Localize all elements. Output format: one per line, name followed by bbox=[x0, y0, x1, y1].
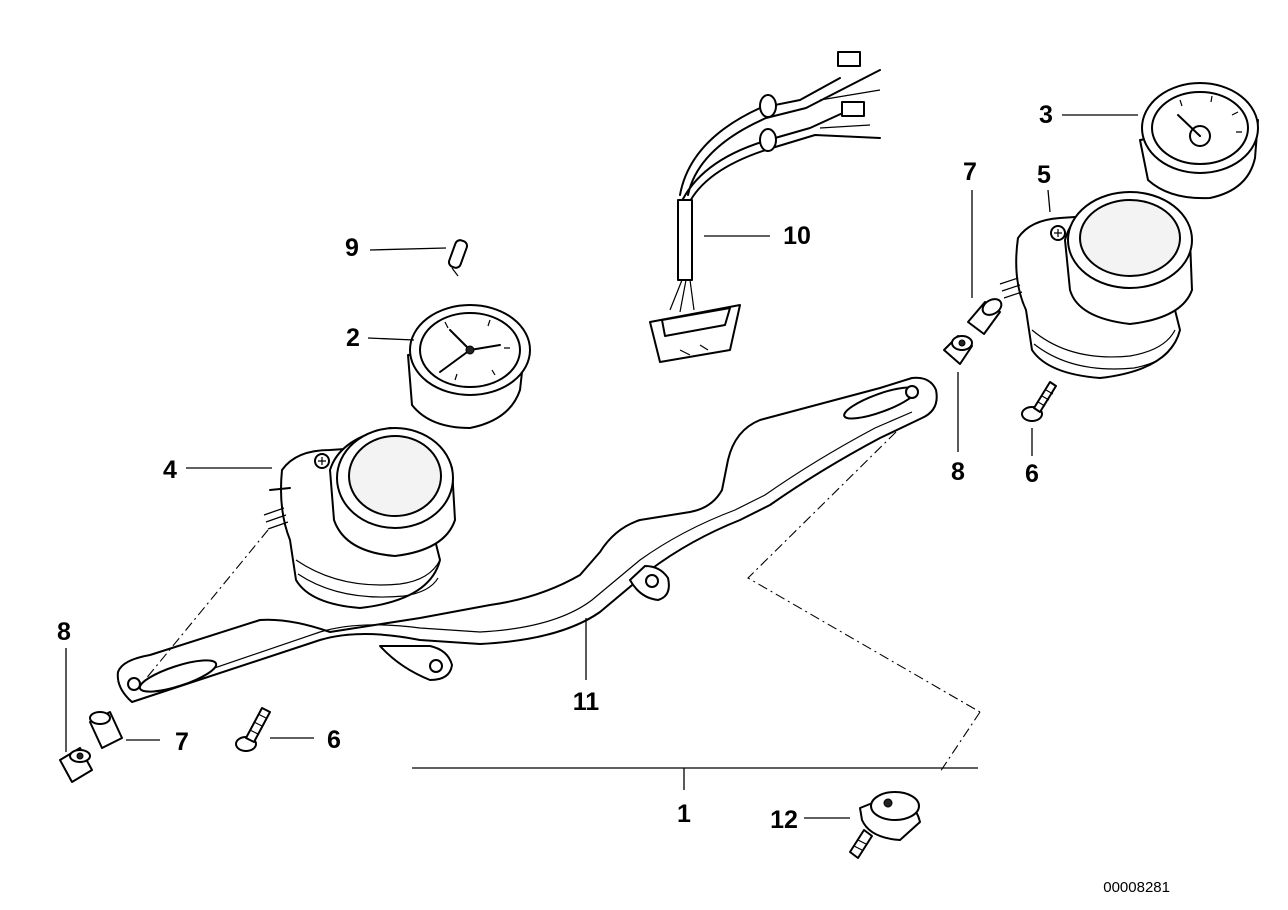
callout-labels: 1 2 3 4 5 6 6 7 7 8 8 9 10 11 12 bbox=[57, 101, 1053, 834]
callout-7-left: 7 bbox=[175, 728, 189, 756]
mounting-bracket bbox=[116, 376, 938, 703]
callout-4: 4 bbox=[163, 456, 177, 484]
left-instrument-housing bbox=[263, 427, 456, 609]
wiring-harness bbox=[649, 51, 881, 363]
callout-6-right: 6 bbox=[1025, 460, 1039, 488]
nut-left bbox=[59, 747, 93, 783]
callout-6-left: 6 bbox=[327, 726, 341, 754]
assembly-lines bbox=[139, 431, 981, 773]
diagram-reference-number: 00008281 bbox=[1103, 879, 1170, 896]
callout-11: 11 bbox=[573, 688, 600, 716]
screw-right bbox=[1021, 381, 1057, 422]
callout-12: 12 bbox=[770, 806, 798, 834]
right-gauge bbox=[1139, 82, 1259, 200]
callout-5: 5 bbox=[1037, 161, 1051, 189]
callout-8-left: 8 bbox=[57, 618, 71, 646]
spacer-sleeve-right bbox=[967, 298, 1003, 335]
callout-1: 1 bbox=[677, 800, 691, 828]
spacer-sleeve-left bbox=[89, 711, 123, 749]
callout-10: 10 bbox=[783, 222, 811, 250]
right-instrument-housing bbox=[999, 191, 1193, 379]
rubber-mount bbox=[849, 791, 921, 859]
callout-2: 2 bbox=[346, 324, 360, 352]
callout-9: 9 bbox=[345, 234, 359, 262]
callout-3: 3 bbox=[1039, 101, 1053, 129]
clock-gauge bbox=[407, 304, 531, 429]
callout-7-right: 7 bbox=[963, 158, 977, 186]
nut-right bbox=[943, 335, 973, 365]
callout-8-right: 8 bbox=[951, 458, 965, 486]
leader-lines bbox=[65, 114, 1138, 819]
screw-left bbox=[235, 707, 271, 752]
bulb bbox=[447, 239, 469, 277]
